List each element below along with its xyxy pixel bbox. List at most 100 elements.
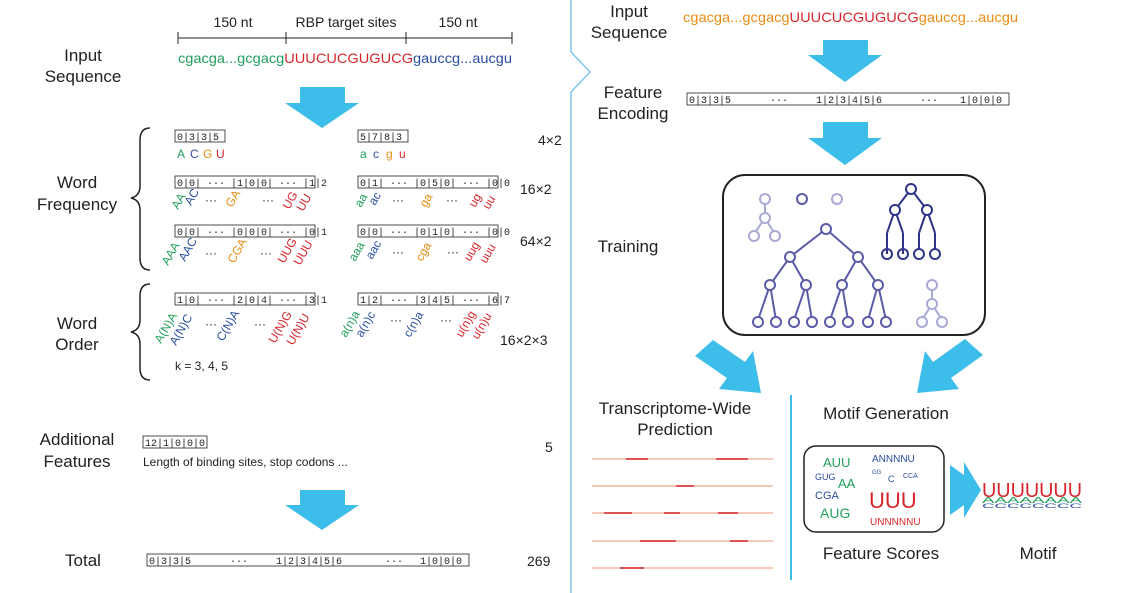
arrow-to-motif-generation (917, 339, 983, 393)
arrow-to-prediction (695, 340, 761, 393)
encoding-vector-part-e: 1|0|0|0 (960, 95, 1002, 107)
k3-lower-kmers: aaa aac ··· cga ··· uug uuu (345, 238, 498, 266)
svg-text:AUU: AUU (823, 455, 850, 470)
encoding-vector-part-d: ··· (920, 96, 938, 107)
k1-lower-letters: a c g u (360, 147, 406, 161)
word-order-lower-vector-box (357, 292, 499, 306)
k3-upper-kmers: AAA AAC ··· CGA ··· UUG UUU (158, 235, 315, 268)
svg-text:···: ··· (440, 313, 452, 327)
k3-dimension: 64×2 (520, 233, 552, 249)
word-order-lower-kmers: a(n)a a(n)c ··· c(n)a ··· u(n)g u(n)u (336, 308, 494, 342)
prediction-label-line1: Transcriptome-Wide (599, 399, 751, 418)
svg-text:···: ··· (390, 313, 402, 327)
word-order-dimension: 16×2×3 (500, 332, 548, 348)
right-input-label-line1: Input (610, 2, 648, 21)
arrow-down-2 (285, 490, 359, 530)
svg-text:C: C (190, 147, 199, 161)
svg-text:UNNNNNU: UNNNNNU (870, 517, 921, 528)
svg-text:aac: aac (362, 238, 384, 262)
svg-text:···: ··· (262, 193, 274, 207)
svg-text:GA: GA (222, 187, 243, 209)
arrow-to-motif (950, 462, 981, 518)
k1-upper-vector: 0|3|3|5 (177, 132, 219, 144)
total-vector-part-e: 1|0|0|0 (420, 556, 462, 568)
word-order-brace (130, 283, 151, 381)
arrow-down-right-2 (808, 122, 882, 165)
random-forest-trees (748, 183, 948, 328)
svg-text:GUG: GUG (815, 472, 836, 482)
arrow-down-1 (285, 87, 359, 128)
k3-upper-vector: 0|0| ··· |0|0|0| ··· |0|1 (177, 227, 327, 239)
svg-text:AA: AA (838, 476, 856, 491)
svg-text:AAC: AAC (175, 235, 200, 264)
total-vector-part-d: ··· (385, 557, 403, 568)
total-vector: 0|3|3|5 ··· 1|2|3|4|5|6 ··· 1|0|0|0 (146, 553, 470, 568)
k3-lower-vector-box (357, 224, 499, 238)
k2-dimension: 16×2 (520, 181, 552, 197)
svg-text:···: ··· (392, 193, 404, 207)
svg-text:GG: GG (872, 470, 882, 476)
svg-text:ug: ug (465, 191, 484, 210)
svg-text:AA: AA (168, 191, 188, 212)
additional-dimension: 5 (545, 439, 553, 455)
word-order-upper-vector: 1|0| ··· |2|0|4| ··· |3|1 (177, 295, 327, 307)
training-label: Training (598, 237, 659, 256)
svg-text:UUU: UUU (869, 488, 917, 513)
motif-label: Motif (1020, 544, 1057, 563)
encoding-vector-part-b: ··· (770, 96, 788, 107)
additional-vector: 12|1|0|0|0 (145, 438, 205, 450)
svg-text:···: ··· (205, 317, 217, 331)
right-input-label-line2: Sequence (591, 23, 668, 42)
word-order-upper-kmers: A(N)A A(N)C ··· C(N)A ··· U(N)G U(N)U (151, 308, 312, 348)
prediction-tracks (592, 458, 773, 569)
k3-upper-vector-box (174, 224, 316, 238)
word-frequency-label-line2: Frequency (37, 195, 118, 214)
svg-text:ac: ac (365, 190, 383, 208)
svg-text:CGA: CGA (815, 490, 840, 502)
svg-text:A: A (177, 147, 185, 161)
total-vector-part-a: 0|3|3|5 (149, 556, 191, 568)
word-order-label-line2: Order (55, 335, 99, 354)
total-vector-part-b: ··· (230, 557, 248, 568)
k1-lower-vector-box (357, 129, 409, 143)
k1-lower-vector: 5|7|8|3 (360, 132, 402, 144)
total-vector-part-c: 1|2|3|4|5|6 (276, 556, 342, 568)
feature-scores-label: Feature Scores (823, 544, 939, 563)
svg-text:···: ··· (205, 246, 217, 260)
motif-generation-label: Motif Generation (823, 404, 949, 423)
left-input-label-line1: Input (64, 46, 102, 65)
encoding-vector-part-a: 0|3|3|5 (689, 95, 731, 107)
word-order-k-values: k = 3, 4, 5 (175, 359, 228, 373)
training-model-box (722, 174, 986, 336)
svg-text:AAAAAAAA: AAAAAAAA (982, 496, 1084, 505)
nt-dimension-ruler (177, 32, 513, 44)
svg-text:···: ··· (447, 245, 459, 259)
feature-encoding-label-line2: Encoding (598, 104, 669, 123)
dim-right-150nt: 150 nt (439, 14, 478, 30)
word-frequency-label-line1: Word (57, 173, 97, 192)
k2-upper-vector-box (174, 175, 316, 189)
k2-upper-kmers: AA AC ··· GA ··· UG UU (168, 186, 314, 214)
encoding-vector-part-c: 1|2|3|4|5|6 (816, 95, 882, 107)
svg-text:CCCCCCCC: CCCCCCCC (982, 504, 1084, 510)
svg-text:aa: aa (351, 191, 370, 210)
svg-text:U: U (216, 147, 225, 161)
k1-upper-letters: A C G U (177, 147, 225, 161)
k2-lower-vector-box (357, 175, 499, 189)
svg-text:···: ··· (205, 193, 217, 207)
svg-text:C(N)A: C(N)A (213, 308, 242, 344)
svg-text:CCA: CCA (903, 473, 918, 480)
k2-lower-vector: 0|1| ··· |0|5|0| ··· |0|0 (360, 178, 510, 190)
arrow-down-right-1 (808, 40, 882, 82)
svg-text:cga: cga (412, 239, 434, 263)
k1-upper-vector-box (174, 129, 226, 143)
svg-text:···: ··· (254, 317, 266, 331)
k1-dimension: 4×2 (538, 132, 562, 148)
dim-rbp-target-sites: RBP target sites (296, 14, 397, 30)
feature-scores-box (803, 445, 945, 533)
svg-text:···: ··· (392, 245, 404, 259)
svg-text:c(n)a: c(n)a (400, 309, 426, 340)
